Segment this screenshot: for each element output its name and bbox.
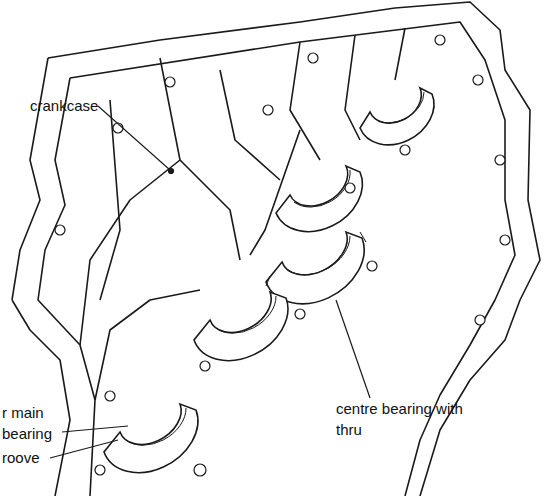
part-label: r main bearing — [2, 402, 62, 444]
part-label: crankcase — [30, 95, 120, 116]
part-label: roove — [2, 447, 52, 468]
part-label: centre bearing with thru — [336, 398, 476, 440]
